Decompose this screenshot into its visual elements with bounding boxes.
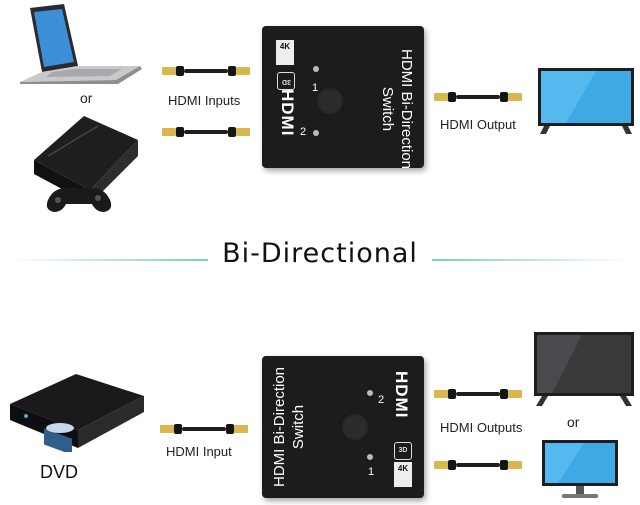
- hdmi-outputs-label: HDMI Outputs: [440, 420, 523, 435]
- badge-3d: 3D: [277, 72, 295, 90]
- hdmi-output-label: HDMI Output: [440, 117, 516, 132]
- divider-left: [12, 259, 242, 261]
- port-1-label: 1: [368, 466, 375, 478]
- switch-name: HDMI Bi-Direction Switch: [379, 48, 415, 169]
- dvd-player-icon: [10, 374, 144, 452]
- game-console-icon: [34, 116, 138, 212]
- selector-button[interactable]: [315, 86, 345, 116]
- page-title: Bi-Directional: [0, 238, 640, 269]
- or-label-top: or: [80, 90, 93, 106]
- hdmi-input-label: HDMI Input: [166, 444, 232, 459]
- badge-3d: 3D: [394, 442, 412, 460]
- led-port-2: [367, 390, 373, 396]
- laptop-icon: [20, 4, 142, 84]
- selector-button[interactable]: [340, 412, 370, 442]
- tv-icon: [534, 332, 634, 406]
- switch-name: HDMI Bi-Direction Switch: [271, 367, 307, 488]
- hdmi-switch-top: 4K 3D HDMI 1 2 HDMI Bi-Direction Switch: [262, 26, 424, 169]
- dvd-label: DVD: [40, 462, 79, 482]
- hdmi-logo: HDMI: [278, 89, 297, 137]
- hdmi-inputs-label: HDMI Inputs: [168, 93, 241, 108]
- led-port-2: [313, 130, 319, 136]
- led-port-1: [313, 66, 319, 72]
- monitor-icon: [542, 440, 618, 498]
- badge-4k: 4K: [394, 462, 412, 487]
- hdmi-logo: HDMI: [392, 371, 411, 419]
- hdmi-cable-icon: [160, 424, 248, 434]
- led-port-1: [367, 454, 373, 460]
- port-2-label: 2: [378, 394, 385, 406]
- badge-4k: 4K: [276, 40, 294, 65]
- port-1-label: 1: [312, 82, 319, 94]
- hdmi-cable-icon: [434, 460, 522, 470]
- hdmi-cable-icon: [162, 127, 250, 137]
- tv-icon: [538, 68, 634, 134]
- or-label-bottom: or: [567, 414, 580, 430]
- hdmi-cable-icon: [162, 66, 250, 76]
- hdmi-switch-bottom: HDMI Bi-Direction Switch 2 1 HDMI 3D 4K: [262, 356, 424, 498]
- hdmi-cable-icon: [434, 389, 522, 399]
- port-2-label: 2: [300, 126, 307, 138]
- hdmi-cable-icon: [434, 92, 522, 102]
- divider-right: [398, 259, 628, 261]
